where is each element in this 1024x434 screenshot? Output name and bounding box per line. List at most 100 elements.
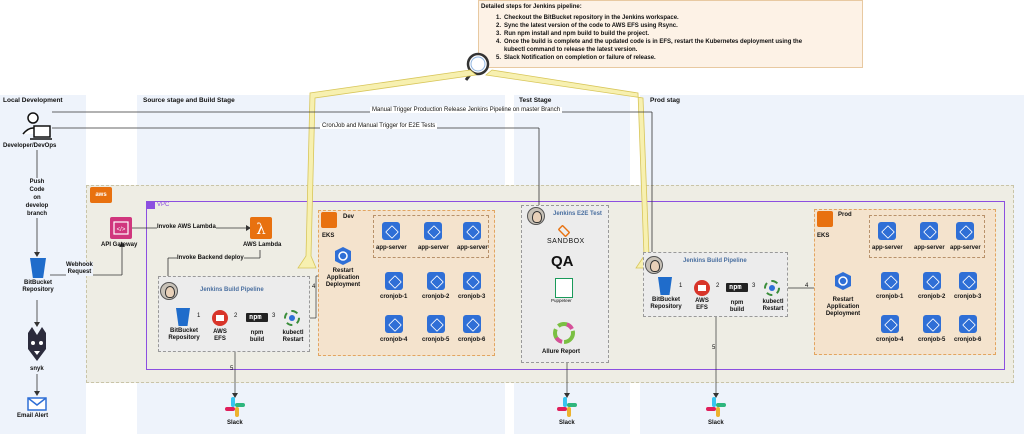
prod-cronjob-3: cronjob-3 (954, 294, 982, 300)
prod-arrow-2: 2 (716, 283, 720, 289)
dev-cronjob-3: cronjob-3 (458, 294, 486, 300)
dev-eks-icon (321, 212, 337, 228)
api-gateway-label: API Gateway (101, 242, 138, 248)
dev-efs-label: AWS EFS (213, 329, 227, 342)
puppeteer-label: Puppeteer (551, 298, 572, 303)
dev-app-server-1-icon (382, 222, 400, 240)
dev-env-label: Dev (343, 214, 355, 220)
dev-app-server-2: app-server (418, 245, 449, 251)
qa-label: QA (551, 253, 574, 270)
svg-text:</>: </> (117, 227, 126, 233)
aws-logo: aws (90, 187, 112, 203)
dev-cronjob-4-icon (385, 315, 403, 333)
dev-cronjob-3-icon (463, 272, 481, 290)
prod-cronjob-1-icon (881, 272, 899, 290)
email-label: Email Alert (17, 413, 49, 419)
dev-arrow-5: 5 (230, 366, 234, 372)
prod-bitbucket-label: BitBucket Repository (650, 297, 682, 310)
dev-pipeline-label: Jenkins Build Pipeline (200, 287, 264, 293)
vpc-label: VPC (157, 202, 170, 208)
dev-app-server-3: app-server (457, 245, 488, 251)
dev-app-server-2-icon (424, 222, 442, 240)
dev-arrow-3: 3 (272, 313, 276, 319)
prod-efs-icon (694, 280, 710, 296)
email-icon (27, 397, 47, 411)
dev-arrow-4: 4 (312, 284, 316, 290)
prod-npm-label: npm build (729, 300, 745, 313)
prod-app-server-3-icon (956, 222, 974, 240)
vpc-icon (146, 201, 155, 209)
prod-arrow-4: 4 (805, 283, 809, 289)
invoke-backend-label: Invoke Backend deploy (177, 255, 244, 261)
snyk-label: snyk (30, 366, 44, 372)
bitbucket-icon (30, 258, 46, 278)
webhook-label: Webhook Request (66, 262, 93, 276)
details-step-2: Sync the latest version of the code to A… (504, 23, 678, 29)
dev-app-server-3-icon (463, 222, 481, 240)
prod-cronjob-3-icon (959, 272, 977, 290)
sandbox-label: SANDBOX (547, 238, 585, 245)
prod-arrow-3: 3 (752, 283, 756, 289)
test-slack-icon (557, 397, 577, 417)
details-step-4: Once the build is complete and the updat… (504, 39, 803, 45)
prod-cronjob-2: cronjob-2 (918, 294, 946, 300)
stage-title-test: Test Stage (519, 97, 552, 104)
prod-arrow-5: 5 (712, 345, 716, 351)
dev-cronjob-6: cronjob-6 (458, 337, 486, 343)
dev-cronjob-4: cronjob-4 (380, 337, 408, 343)
dev-kubectl-icon (284, 310, 300, 326)
stage-title-prod: Prod stag (650, 97, 680, 104)
details-steps: Checkout the BitBucket repository in the… (504, 14, 802, 62)
details-step-numbers: 1. 2. 3. 4. 5. (496, 15, 502, 61)
prod-arrow-1: 1 (679, 283, 683, 289)
dev-kubectl-label: kubectl Restart (282, 330, 304, 343)
prod-app-server-3: app-server (950, 245, 981, 251)
push-code-label: Push Code on develop branch (23, 178, 51, 218)
prod-app-server-1: app-server (872, 245, 903, 251)
prod-npm-icon (726, 283, 748, 292)
vpc-boundary (146, 201, 1005, 370)
prod-cronjob-6: cronjob-6 (954, 337, 982, 343)
dev-app-server-1: app-server (376, 245, 407, 251)
prod-app-server-group (869, 215, 985, 258)
test-title: Jenkins E2E Test (553, 211, 602, 217)
prod-app-server-1-icon (878, 222, 896, 240)
prod-env-label: Prod (838, 212, 852, 218)
prod-cronjob-6-icon (959, 315, 977, 333)
invoke-lambda-label: Invoke AWS Lambda (157, 224, 216, 230)
prod-cronjob-4-icon (881, 315, 899, 333)
dev-bitbucket-label: BitBucket Repository (168, 328, 200, 341)
dev-efs-icon (212, 310, 228, 326)
prod-restart-icon (835, 272, 851, 290)
prod-cronjob-1: cronjob-1 (876, 294, 904, 300)
prod-cronjob-2-icon (923, 272, 941, 290)
dev-app-server-group (373, 215, 489, 258)
details-step-5: Slack Notification on completion or fail… (504, 55, 656, 61)
details-step-3: Run npm install and npm build to build t… (504, 31, 649, 37)
prod-kubectl-icon (764, 280, 780, 296)
test-slack-label: Slack (559, 420, 575, 426)
dev-cronjob-5-icon (427, 315, 445, 333)
prod-cronjob-4: cronjob-4 (876, 337, 904, 343)
dev-arrow-1: 1 (197, 313, 201, 319)
developer-icon (22, 112, 52, 140)
api-gateway-icon: </> (110, 217, 132, 239)
dev-restart-label: Restart Application Deployment (325, 268, 361, 288)
dev-eks-label: EKS (322, 233, 335, 239)
puppeteer-icon (555, 278, 573, 298)
dev-cronjob-6-icon (463, 315, 481, 333)
dev-cronjob-2-icon (427, 272, 445, 290)
prod-jenkins-icon (645, 256, 663, 274)
prod-eks-icon (817, 211, 833, 227)
details-title: Detailed steps for Jenkins pipeline: (481, 4, 582, 10)
snyk-icon (28, 327, 46, 361)
prod-cronjob-5-icon (923, 315, 941, 333)
prod-cronjob-5: cronjob-5 (918, 337, 946, 343)
allure-label: Allure Report (542, 349, 581, 355)
dev-slack-icon (225, 397, 245, 417)
prod-app-server-2-icon (920, 222, 938, 240)
stage-title-local: Local Development (3, 97, 63, 104)
lambda-label: AWS Lambda (243, 242, 282, 248)
prod-bitbucket-icon (658, 277, 672, 295)
dev-cronjob-1: cronjob-1 (380, 294, 408, 300)
